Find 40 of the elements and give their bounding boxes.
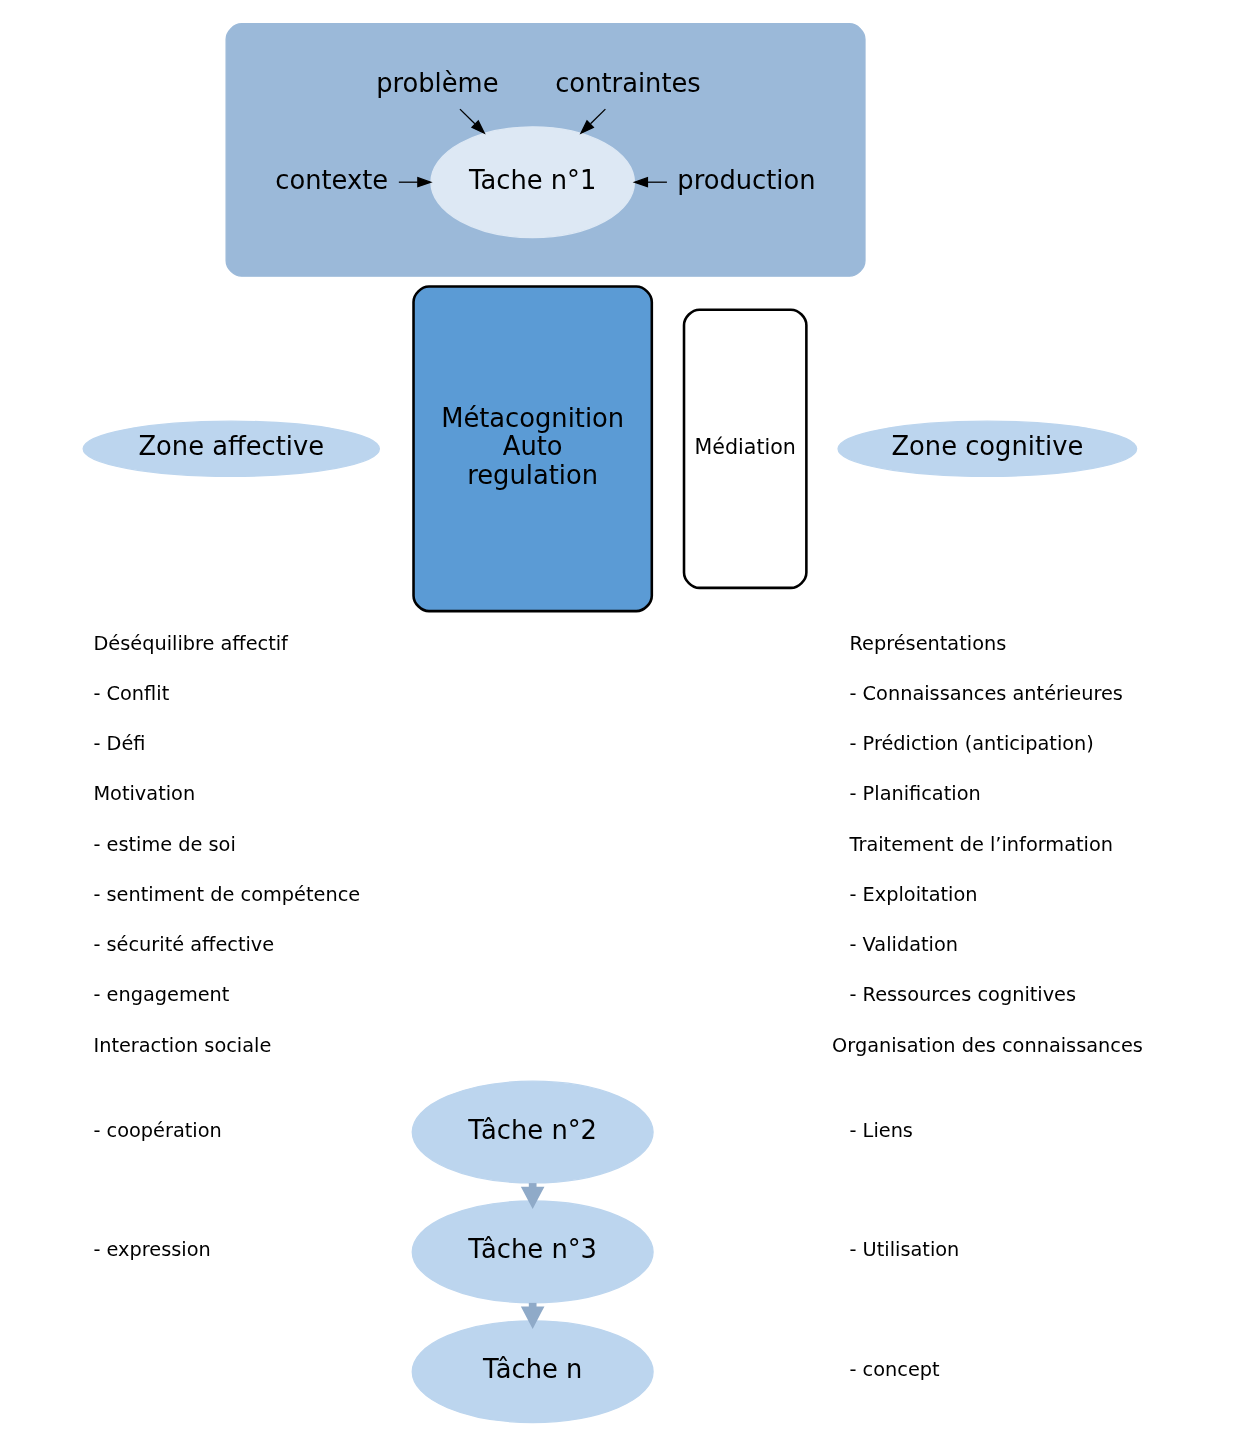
label: - concept [849, 1358, 940, 1382]
label: - Conflit [92, 681, 169, 705]
label: - Exploitation [849, 882, 977, 906]
label: Interaction sociale [92, 1033, 271, 1057]
node-text: problème [375, 68, 499, 99]
arrow [579, 108, 606, 135]
node-text: production [676, 164, 816, 195]
node-ellipse: Tâche n°2 [411, 1080, 654, 1184]
node-ellipse: Zone affective [82, 420, 380, 478]
label: - Défi [92, 732, 145, 756]
node-text: contraintes [554, 68, 701, 99]
node-box: Métacognition Auto regulation [411, 285, 653, 613]
label: - Utilisation [849, 1238, 959, 1262]
node-text: contexte [274, 164, 388, 195]
label: Organisation des connaissances [831, 1033, 1143, 1057]
label: Traitement de l’information [849, 832, 1113, 856]
label: - Validation [849, 933, 958, 957]
node-box: Médiation [682, 308, 808, 590]
label: - Planification [849, 782, 981, 806]
arrow [458, 108, 486, 135]
label: Représentations [849, 631, 1006, 655]
label: - estime de soi [92, 832, 236, 856]
label: - sécurité affective [92, 933, 274, 957]
label: - Connaissances antérieures [849, 681, 1123, 705]
label: - coopération [92, 1118, 222, 1142]
arrow [632, 176, 668, 188]
node-ellipse: Zone cognitive [836, 420, 1137, 478]
arrow [397, 176, 433, 188]
label: - expression [92, 1238, 211, 1262]
label: - engagement [92, 983, 229, 1007]
label: - Ressources cognitives [849, 983, 1076, 1007]
node-ellipse: Tâche n [411, 1320, 654, 1424]
label: - Prédiction (anticipation) [849, 732, 1094, 756]
label: Déséquilibre affectif [92, 631, 288, 655]
node-ellipse: Tâche n°3 [411, 1200, 654, 1304]
cluster [224, 23, 866, 277]
label: - sentiment de compétence [92, 882, 360, 906]
label: Motivation [92, 782, 195, 806]
label: - Liens [849, 1118, 913, 1142]
node-ellipse: Tache n°1 [429, 126, 635, 239]
